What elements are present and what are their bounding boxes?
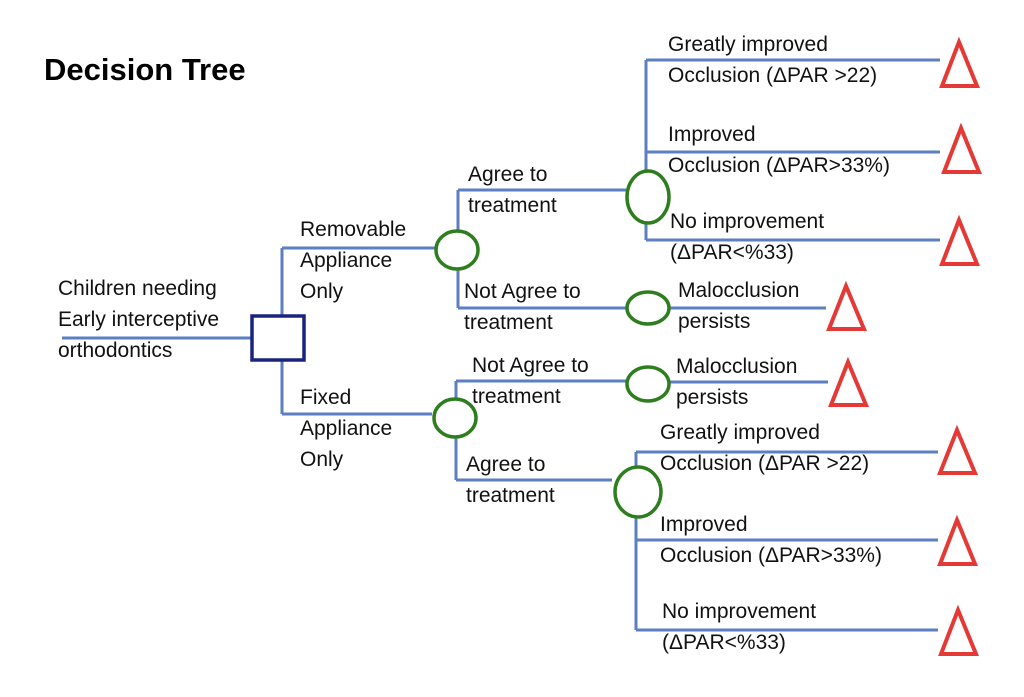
chance-node-fixed-agree: [613, 465, 663, 519]
root-label-line: Early interceptive: [58, 308, 220, 331]
outcome-label-line: (ΔPAR<%33): [662, 631, 786, 654]
branch-label-line: treatment: [472, 385, 561, 408]
terminal-triangle-icon: [937, 514, 978, 566]
outcome-removable-greatly: Greatly improved Occlusion (ΔPAR >22): [668, 29, 877, 91]
terminal-triangle-icon: [828, 356, 870, 407]
branch-label-line: Agree to: [468, 163, 548, 186]
chance-node-fixed-not-agree: [625, 365, 671, 403]
removable-agree-label: Agree to treatment: [468, 159, 557, 221]
fixed-not-agree-label: Not Agree to treatment: [472, 350, 589, 412]
chance-node-removable-agree: [625, 169, 671, 225]
branch-label-line: Not Agree to: [472, 354, 589, 377]
terminal-triangle-icon: [937, 424, 979, 475]
terminal-triangle-icon: [939, 214, 980, 266]
chance-node-removable-not-agree: [625, 290, 671, 326]
branch-label-line: Agree to: [466, 453, 546, 476]
branch-label-line: treatment: [464, 311, 553, 334]
fixed-agree-label: Agree to treatment: [466, 449, 555, 511]
fixed-branch-label: Fixed Appliance Only: [300, 382, 392, 475]
root-label-line: Children needing: [58, 277, 217, 300]
branch-label-line: Appliance: [300, 249, 393, 272]
branch-label-line: Removable: [300, 218, 407, 241]
removable-branch-label: Removable Appliance Only: [300, 214, 406, 307]
outcome-label-line: Occlusion (ΔPAR>33%): [668, 154, 890, 177]
outcome-label-line: Occlusion (ΔPAR >22): [668, 64, 878, 87]
outcome-label-line: persists: [676, 386, 749, 409]
outcome-label-line: Malocclusion: [676, 355, 798, 378]
outcome-label-line: Improved: [660, 513, 748, 536]
outcome-label-line: Greatly improved: [668, 33, 828, 56]
terminal-triangle-icon: [826, 280, 868, 331]
root-label-line: orthodontics: [58, 339, 173, 362]
outcome-label-line: Improved: [668, 123, 756, 146]
terminal-nodes: [826, 36, 982, 656]
chance-node-removable: [434, 229, 480, 271]
branch-label-line: Fixed: [300, 386, 352, 409]
branch-label-line: treatment: [468, 194, 557, 217]
terminal-triangle-icon: [938, 604, 979, 656]
diagram-title: Decision Tree: [44, 52, 246, 87]
branch-label-line: Only: [300, 448, 344, 471]
outcome-removable-none: No improvement (ΔPAR<%33): [670, 206, 824, 268]
terminal-triangle-icon: [939, 36, 980, 88]
outcome-fixed-none: No improvement (ΔPAR<%33): [662, 596, 816, 658]
outcome-label-line: No improvement: [662, 600, 817, 623]
outcome-label-line: (ΔPAR<%33): [670, 241, 794, 264]
branch-label-line: Not Agree to: [464, 280, 581, 303]
outcome-label-line: No improvement: [670, 210, 825, 233]
outcome-fixed-greatly: Greatly improved Occlusion (ΔPAR >22): [660, 417, 869, 479]
outcome-label-line: Greatly improved: [660, 421, 820, 444]
branch-label-line: Only: [300, 280, 344, 303]
outcome-removable-malocclusion: Malocclusion persists: [678, 275, 799, 337]
branch-label-line: Appliance: [300, 417, 393, 440]
terminal-triangle-icon: [941, 122, 982, 174]
outcome-label-line: persists: [678, 310, 751, 333]
root-label: Children needing Early interceptive orth…: [58, 273, 219, 366]
outcome-fixed-improved: Improved Occlusion (ΔPAR>33%): [660, 509, 882, 571]
outcome-label-line: Malocclusion: [678, 279, 800, 302]
chance-node-fixed: [432, 397, 478, 439]
decision-node-square: [250, 314, 306, 362]
chance-nodes: [432, 169, 671, 519]
outcome-fixed-malocclusion: Malocclusion persists: [676, 351, 797, 413]
outcome-removable-improved: Improved Occlusion (ΔPAR>33%): [668, 119, 890, 181]
branch-lines: [62, 58, 940, 632]
removable-not-agree-label: Not Agree to treatment: [464, 276, 581, 338]
outcome-label-line: Occlusion (ΔPAR >22): [660, 452, 870, 475]
outcome-label-line: Occlusion (ΔPAR>33%): [660, 544, 882, 567]
branch-label-line: treatment: [466, 484, 555, 507]
